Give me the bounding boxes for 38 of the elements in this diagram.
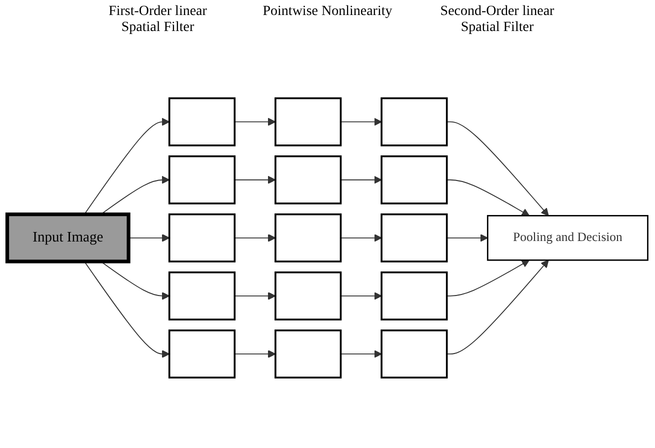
- arrow: [446, 120, 549, 216]
- node-box: [380, 329, 448, 378]
- node-box: [380, 154, 448, 204]
- arrow: [234, 234, 276, 242]
- node-box: [274, 329, 342, 378]
- node-box: [380, 96, 448, 146]
- node-box: [274, 271, 342, 320]
- arrow: [84, 260, 170, 358]
- node-box: Input Image: [5, 212, 130, 263]
- arrow: [340, 292, 382, 300]
- arrow: [340, 350, 382, 358]
- node-box: [168, 154, 236, 204]
- arrow: [234, 117, 276, 126]
- node-box: [274, 154, 342, 204]
- node-box: [380, 271, 448, 320]
- arrow: [446, 259, 530, 296]
- arrow: [446, 259, 549, 354]
- arrow: [234, 292, 276, 300]
- arrow: [340, 117, 382, 126]
- node-box: [274, 213, 342, 262]
- arrow: [446, 179, 530, 216]
- column-heading: First-Order linear Spatial Filter: [108, 4, 208, 36]
- node-box: [168, 213, 236, 262]
- node-box: [168, 271, 236, 320]
- arrow: [340, 175, 382, 184]
- arrow: [446, 234, 488, 242]
- node-box: [168, 329, 236, 378]
- column-heading: Pointwise Nonlinearity: [262, 4, 392, 21]
- node-box: [168, 96, 236, 146]
- column-heading: Second-Order linear Spatial Filter: [439, 4, 556, 36]
- arrow: [340, 234, 382, 242]
- node-box: [380, 213, 448, 262]
- node-box: Pooling and Decision: [486, 214, 648, 260]
- arrow: [100, 260, 170, 300]
- node-box: [274, 96, 342, 146]
- arrow: [234, 350, 276, 358]
- arrow: [234, 175, 276, 184]
- arrow: [84, 117, 170, 214]
